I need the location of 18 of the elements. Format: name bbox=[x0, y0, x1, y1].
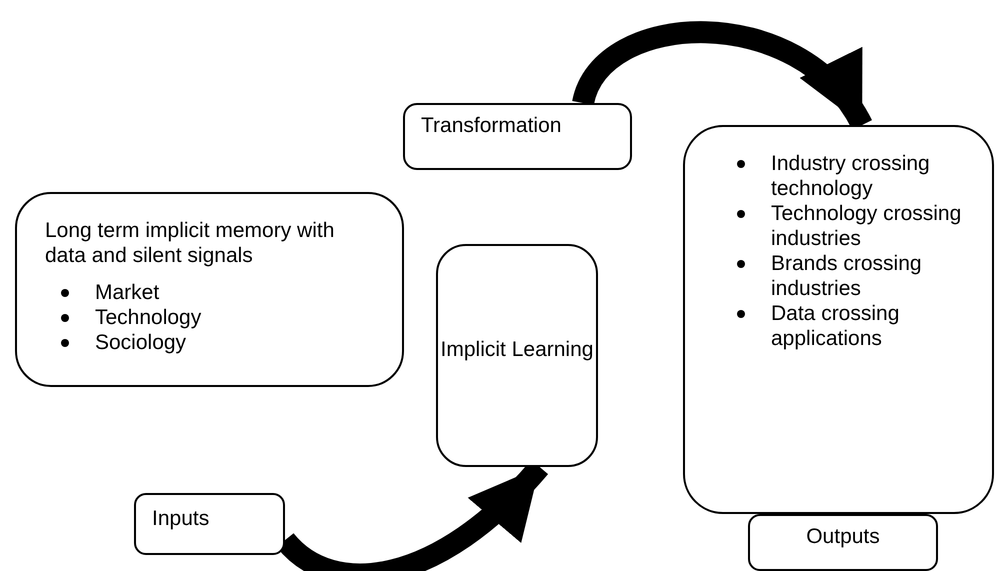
rounded-box bbox=[436, 244, 598, 467]
rounded-box bbox=[403, 103, 632, 170]
rounded-box bbox=[15, 192, 404, 387]
rounded-box bbox=[748, 514, 938, 571]
box-text: Transformation bbox=[421, 113, 562, 138]
bullet-item: Industry crossing technology bbox=[771, 151, 931, 201]
bullet-item: Sociology bbox=[95, 330, 186, 355]
bullet-item: Technology bbox=[95, 305, 202, 330]
box-text: Implicit Learning bbox=[440, 337, 594, 362]
box-text: Inputs bbox=[152, 506, 210, 530]
rounded-box bbox=[134, 493, 285, 555]
bullet-item: Technology crossing industries bbox=[771, 201, 962, 251]
bullet-item: Market bbox=[95, 280, 160, 305]
box-text: Outputs bbox=[806, 524, 880, 549]
box-text: Long term implicit memory with data and silent signals bbox=[45, 218, 336, 268]
bullet-item: Brands crossing industries bbox=[771, 251, 923, 301]
bullet-item: Data crossing applications bbox=[771, 301, 900, 351]
rounded-box bbox=[683, 125, 994, 514]
